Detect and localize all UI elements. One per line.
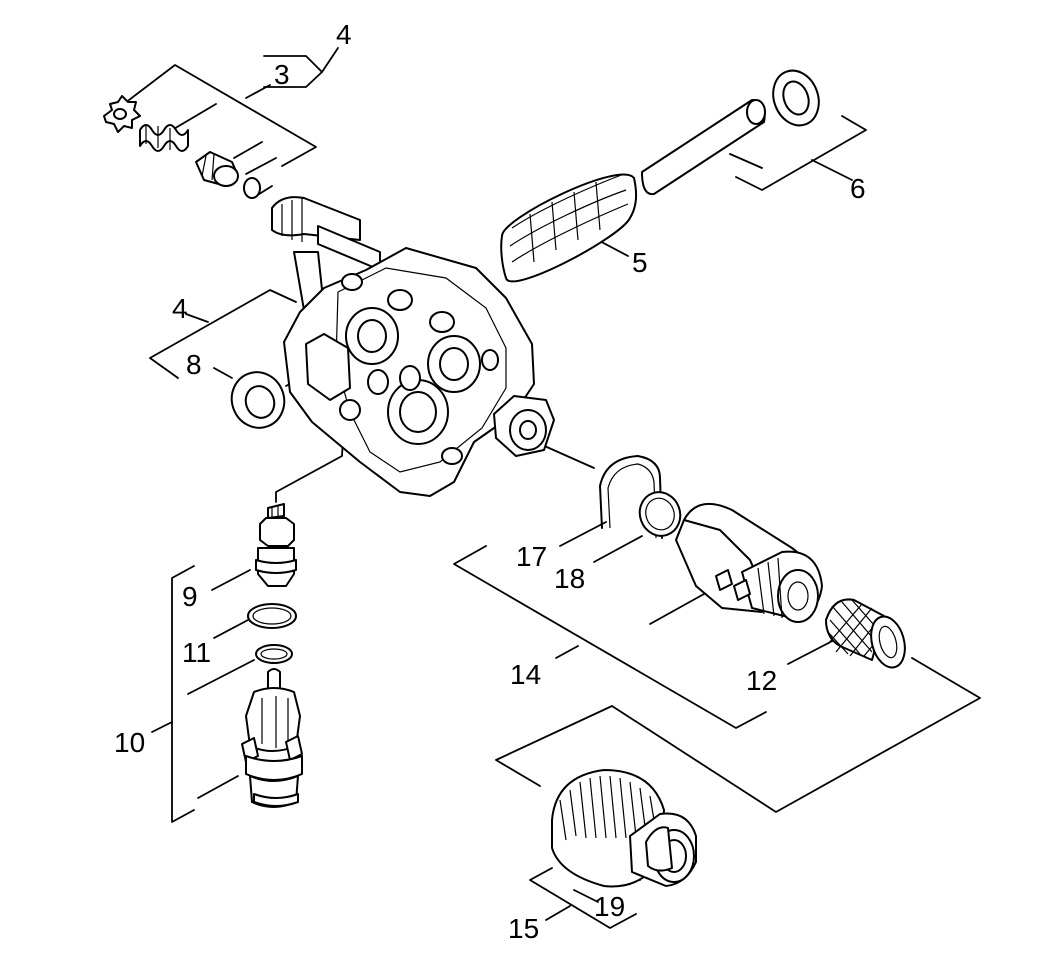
- pump-housing-part: [271, 196, 555, 497]
- callout-4-top: 4: [336, 19, 352, 50]
- o-ring-18-part: [638, 491, 682, 537]
- callout-3: 3: [274, 59, 290, 90]
- callout-6: 6: [850, 173, 866, 204]
- lower-valve-part: [241, 668, 303, 808]
- callout-18: 18: [554, 563, 585, 594]
- callout-11: 11: [182, 637, 211, 668]
- callout-5: 5: [632, 247, 648, 278]
- clip-17-part: [599, 455, 663, 539]
- callout-4-mid: 4: [172, 293, 188, 324]
- hose-connector-part: [551, 769, 697, 888]
- small-o-ring-part: [243, 177, 261, 199]
- seal-part: [230, 371, 286, 429]
- callout-9: 9: [182, 581, 198, 612]
- callout-19: 19: [594, 891, 625, 922]
- check-valve-part: [255, 503, 297, 587]
- star-clip-part: [103, 95, 141, 133]
- callout-17: 17: [516, 541, 547, 572]
- piston-part: [641, 99, 766, 196]
- valve-spring-part: [139, 124, 189, 152]
- callout-10: 10: [114, 727, 145, 758]
- piston-spring-part: [500, 173, 638, 283]
- callout-labels: 4 3 6 5 4 8 17 18 9 11 14 12 10 19 15: [114, 19, 866, 944]
- o-ring-small-part: [255, 644, 293, 664]
- valve-cap-part: [195, 151, 239, 187]
- filter-part: [825, 598, 906, 669]
- coupling-part: [675, 502, 823, 623]
- callout-14: 14: [510, 659, 541, 690]
- o-ring-11-part: [247, 603, 297, 629]
- callout-15: 15: [508, 913, 539, 944]
- callout-12: 12: [746, 665, 777, 696]
- retaining-ring-part: [772, 69, 820, 127]
- callout-8: 8: [186, 349, 202, 380]
